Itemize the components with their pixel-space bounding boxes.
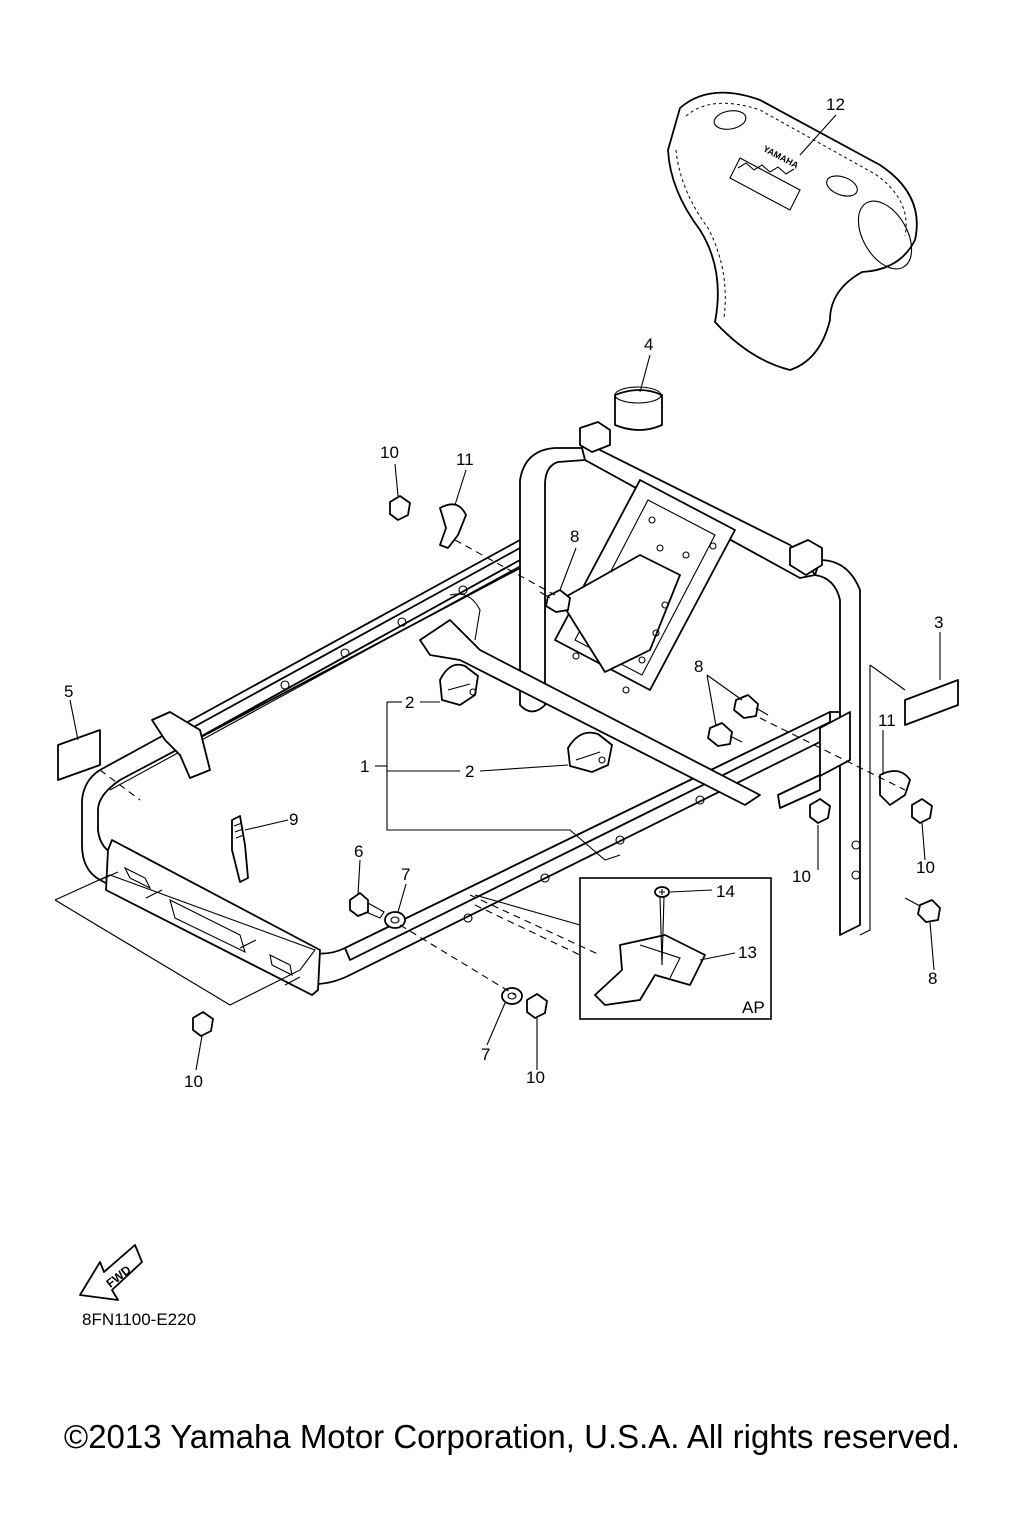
ap-inset: AP bbox=[474, 877, 772, 1020]
nut-10-bottom bbox=[526, 993, 548, 1019]
callout-9: 9 bbox=[289, 810, 298, 829]
label-part-5 bbox=[57, 729, 101, 781]
callout-10-front: 10 bbox=[184, 1072, 203, 1091]
screw-part-14 bbox=[654, 886, 670, 966]
nut-10-rear bbox=[809, 798, 831, 824]
callout-12: 12 bbox=[826, 95, 845, 114]
skid-plate bbox=[594, 934, 706, 1006]
callout-7-lower: 7 bbox=[481, 1045, 490, 1064]
callout-3: 3 bbox=[934, 613, 943, 632]
callout-7-upper: 7 bbox=[401, 865, 410, 884]
callout-10-bottom: 10 bbox=[526, 1068, 545, 1087]
callout-6: 6 bbox=[354, 842, 363, 861]
bolt-part-6 bbox=[349, 892, 385, 919]
callout-numbers: 12 4 10 11 8 3 8 5 2 11 1 2 9 6 7 10 10 … bbox=[64, 95, 943, 1091]
leader-lines bbox=[54, 114, 941, 1071]
nut-10-front bbox=[192, 1011, 214, 1037]
callout-10-right: 10 bbox=[916, 858, 935, 877]
bolt-8-mid-b bbox=[707, 722, 743, 747]
callout-14: 14 bbox=[716, 882, 735, 901]
collar bbox=[614, 386, 663, 431]
callout-8-mid: 8 bbox=[694, 657, 703, 676]
nut-10-top bbox=[389, 495, 411, 521]
fwd-arrow-icon: FWD bbox=[79, 1244, 143, 1301]
holder-11-right bbox=[879, 770, 911, 806]
clamp-lower bbox=[567, 731, 613, 773]
callout-2-lower: 2 bbox=[465, 762, 474, 781]
callout-1: 1 bbox=[360, 757, 369, 776]
callout-10-rear: 10 bbox=[792, 867, 811, 886]
callout-8-right: 8 bbox=[928, 969, 937, 988]
callout-4: 4 bbox=[644, 335, 653, 354]
washer-lower bbox=[501, 987, 523, 1005]
bolt-8-mid-a bbox=[733, 694, 769, 719]
bolt-8-right bbox=[904, 897, 941, 923]
clamp-upper bbox=[439, 663, 479, 706]
holder-11-left bbox=[439, 503, 467, 549]
callout-11-left: 11 bbox=[456, 450, 474, 469]
washer-upper bbox=[384, 911, 406, 929]
callout-8-top: 8 bbox=[570, 527, 579, 546]
callout-11-right: 11 bbox=[878, 711, 896, 730]
callout-2-upper: 2 bbox=[405, 693, 414, 712]
callout-10-top: 10 bbox=[380, 443, 399, 462]
drawing-code: 8FN1100-E220 bbox=[82, 1310, 197, 1329]
assembly-lines bbox=[99, 539, 906, 996]
bolt-8-top bbox=[539, 589, 571, 613]
tie-strap bbox=[231, 815, 249, 883]
inset-label-ap: AP bbox=[742, 998, 765, 1017]
callout-5: 5 bbox=[64, 682, 73, 701]
handle-pad: YAMAHA bbox=[667, 91, 918, 371]
copyright-notice: ©2013 Yamaha Motor Corporation, U.S.A. A… bbox=[63, 1418, 961, 1455]
label-part-3 bbox=[904, 679, 959, 726]
callout-13: 13 bbox=[738, 943, 757, 962]
main-frame bbox=[81, 421, 861, 996]
nut-10-right bbox=[911, 798, 933, 824]
